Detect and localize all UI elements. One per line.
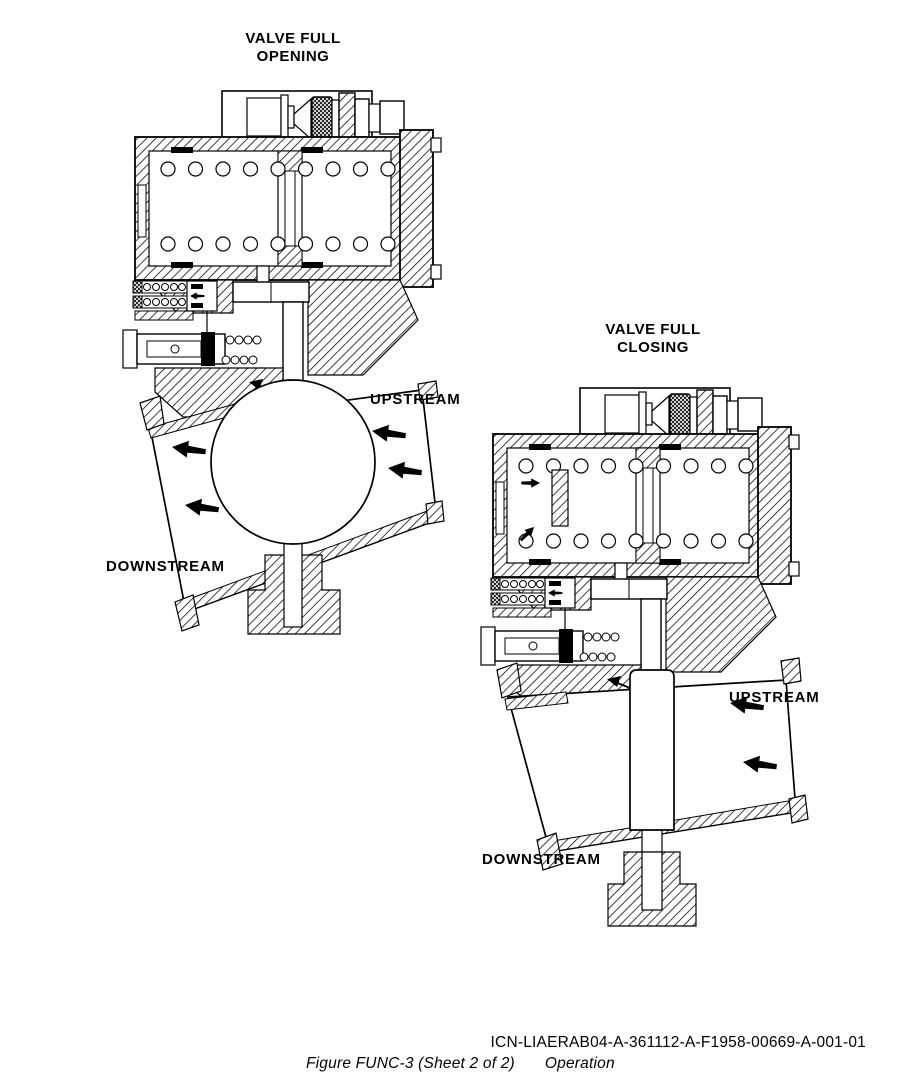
opening-title-line2: OPENING [256, 48, 330, 65]
lower-stem [283, 539, 303, 628]
valve-full-opening-diagram [123, 91, 445, 635]
pipe-flange [496, 662, 522, 699]
closing-title-line2: CLOSING [617, 339, 689, 356]
closing-title: VALVE FULL CLOSING [558, 321, 748, 357]
valve-body-closed [496, 657, 809, 927]
pipe-flange [417, 380, 439, 401]
valve-body-open [139, 379, 445, 635]
lower-stem-bore [641, 851, 663, 911]
pipe-flange [788, 794, 809, 824]
closing-downstream-label: DOWNSTREAM [482, 851, 601, 868]
opening-upstream-label: UPSTREAM [370, 391, 461, 408]
opening-title-line1: VALVE FULL [245, 30, 341, 47]
actuator-assembly-closing [481, 388, 799, 714]
closing-plug [629, 669, 675, 831]
pipe-flange [139, 395, 165, 431]
pipe-flange [780, 657, 802, 685]
piston-plate [551, 469, 569, 527]
figure-number: Figure FUNC-3 (Sheet 2 of 2) [306, 1055, 515, 1072]
actuator-assembly-opening [123, 91, 441, 417]
opening-title: VALVE FULL OPENING [198, 30, 388, 66]
icn-reference: ICN-LIAERAB04-A-361112-A-F1958-00669-A-0… [490, 1034, 866, 1051]
figure-caption: Figure FUNC-3 (Sheet 2 of 2) Operation [306, 1055, 615, 1073]
pipe-wall [504, 691, 569, 711]
closing-upstream-label: UPSTREAM [729, 689, 820, 706]
figure-title: Operation [544, 1055, 615, 1072]
valve-full-closing-diagram [481, 388, 809, 927]
opening-downstream-label: DOWNSTREAM [106, 558, 225, 575]
open-bore [210, 379, 376, 545]
closing-title-line1: VALVE FULL [605, 321, 701, 338]
pipe-flange [425, 500, 445, 525]
pipe-flange [536, 832, 563, 871]
pipe-flange [174, 594, 200, 632]
